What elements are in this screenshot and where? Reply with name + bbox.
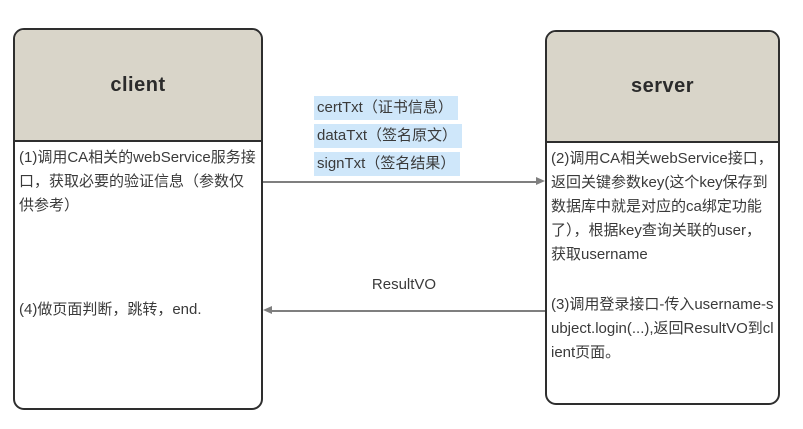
client-node-title: client — [110, 73, 166, 96]
response-arrow — [272, 310, 545, 312]
request-arrow-labels: certTxt（证书信息） dataTxt（签名原文） signTxt（签名结果… — [314, 96, 463, 180]
server-step-3: (3)调用登录接口-传入username-subject.login(...),… — [551, 296, 774, 361]
client-node-header: client — [15, 30, 261, 142]
server-node-title: server — [630, 75, 695, 97]
server-node: server (2)调用CA相关webService接口，返回关键参数key(这… — [545, 30, 780, 405]
client-step-1: (1)调用CA相关的webService服务接口，获取必要的验证信息（参数仅供参… — [19, 149, 256, 214]
client-step-4: (4)做页面判断，跳转，end. — [19, 301, 202, 318]
server-step-2: (2)调用CA相关webService接口，返回关键参数key(这个key保存到… — [551, 150, 773, 263]
client-node: client (1)调用CA相关的webService服务接口，获取必要的验证信… — [13, 28, 263, 410]
request-param-signtxt: signTxt（签名结果） — [314, 152, 461, 176]
server-node-header: server — [547, 32, 778, 143]
request-param-datatxt: dataTxt（签名原文） — [314, 124, 463, 148]
request-arrowhead-icon — [536, 177, 545, 185]
request-param-certtxt: certTxt（证书信息） — [314, 96, 458, 120]
request-arrow — [263, 181, 538, 183]
response-arrow-label: ResultVO — [371, 276, 437, 293]
response-arrowhead-icon — [263, 306, 272, 314]
